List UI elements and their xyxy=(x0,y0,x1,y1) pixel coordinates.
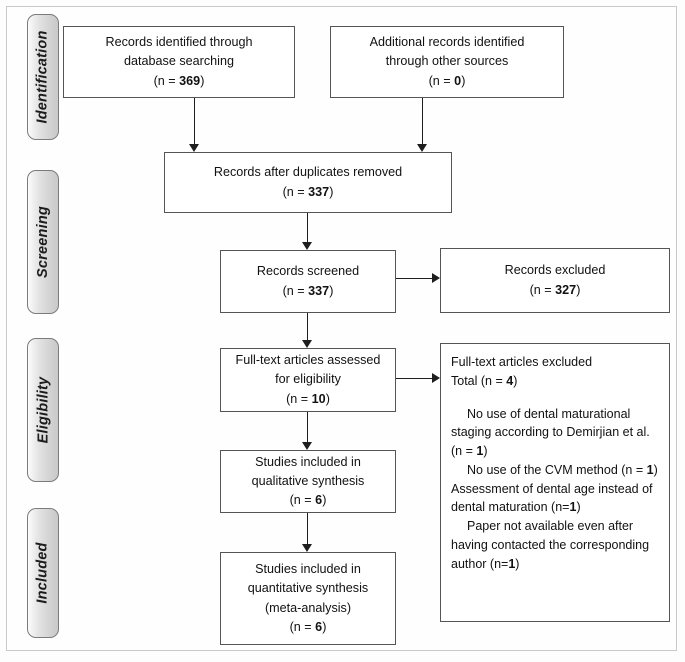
box-fulltext-excluded: Full-text articles excluded Total (n = 4… xyxy=(440,343,670,622)
box-duplicates-removed: Records after duplicates removed (n = 33… xyxy=(164,152,452,213)
connector-fulltext-to-qualitative xyxy=(307,412,308,442)
connector-additional-to-duplicates xyxy=(422,98,423,144)
stage-label-eligibility: Eligibility xyxy=(27,338,59,482)
quantitative-line1: Studies included in xyxy=(255,562,361,577)
records-excluded-count: (n = 327) xyxy=(529,282,581,297)
spacer xyxy=(451,391,659,405)
qualitative-line2: qualitative synthesis xyxy=(251,473,365,488)
connector-identified-to-duplicates xyxy=(194,98,195,144)
stage-label-identification-text: Identification xyxy=(35,30,51,124)
quantitative-line2: quantitative synthesis xyxy=(247,581,369,596)
arrowhead-screened-to-fulltext xyxy=(302,340,312,348)
exclusion-reason-2: No use of the CVM method (n = 1) xyxy=(467,462,658,477)
records-identified-count: (n = 369) xyxy=(153,73,205,88)
stage-label-eligibility-text: Eligibility xyxy=(35,376,51,444)
box-qualitative-synthesis: Studies included in qualitative synthesi… xyxy=(220,450,396,513)
records-screened-line1: Records screened xyxy=(256,264,360,279)
fulltext-assessed-line1: Full-text articles assessed xyxy=(235,353,381,368)
stage-label-screening-text: Screening xyxy=(35,206,52,278)
fulltext-excluded-total: Total (n = 4) xyxy=(451,373,518,388)
fulltext-assessed-count: (n = 10) xyxy=(286,391,330,406)
box-fulltext-assessed: Full-text articles assessed for eligibil… xyxy=(220,348,396,412)
connector-screened-to-excluded xyxy=(396,278,432,279)
arrowhead-screened-to-excluded xyxy=(432,273,440,283)
exclusion-reason-3: Assessment of dental age instead of dent… xyxy=(451,481,653,515)
arrowhead-fulltext-to-excluded xyxy=(432,373,440,383)
records-identified-line1: Records identified through xyxy=(105,35,253,50)
records-excluded-line1: Records excluded xyxy=(504,263,606,278)
quantitative-line3: (meta-analysis) xyxy=(264,600,352,615)
records-screened-count: (n = 337) xyxy=(282,283,334,298)
additional-records-line1: Additional records identified xyxy=(369,35,525,50)
exclusion-reason-1: No use of dental maturational staging ac… xyxy=(451,406,650,459)
fulltext-excluded-title: Full-text articles excluded xyxy=(451,355,593,369)
quantitative-count: (n = 6) xyxy=(289,619,327,634)
box-quantitative-synthesis: Studies included in quantitative synthes… xyxy=(220,552,396,645)
qualitative-line1: Studies included in xyxy=(255,454,361,469)
box-records-excluded: Records excluded (n = 327) xyxy=(440,248,670,313)
additional-records-line2: through other sources xyxy=(385,54,509,69)
box-additional-records: Additional records identified through ot… xyxy=(330,26,564,98)
arrowhead-duplicates-to-screened xyxy=(302,242,312,250)
stage-label-screening: Screening xyxy=(27,170,59,314)
arrowhead-fulltext-to-qualitative xyxy=(302,442,312,450)
additional-records-count: (n = 0) xyxy=(428,73,466,88)
connector-duplicates-to-screened xyxy=(307,213,308,242)
arrowhead-additional-to-duplicates xyxy=(417,144,427,152)
connector-qualitative-to-quantitative xyxy=(307,513,308,544)
connector-screened-to-fulltext xyxy=(307,313,308,340)
duplicates-removed-count: (n = 337) xyxy=(282,184,334,199)
stage-label-included-text: Included xyxy=(35,542,51,604)
records-identified-line2: database searching xyxy=(124,54,234,69)
box-records-screened: Records screened (n = 337) xyxy=(220,250,396,313)
stage-label-included: Included xyxy=(27,508,59,638)
fulltext-assessed-line2: for eligibility xyxy=(275,372,341,387)
box-records-identified: Records identified through database sear… xyxy=(63,26,295,98)
arrowhead-qualitative-to-quantitative xyxy=(302,544,312,552)
connector-fulltext-to-excluded xyxy=(396,378,432,379)
duplicates-removed-line1: Records after duplicates removed xyxy=(213,165,403,180)
exclusion-reason-4: Paper not available even after having co… xyxy=(451,519,650,571)
qualitative-count: (n = 6) xyxy=(289,493,327,508)
arrowhead-identified-to-duplicates xyxy=(189,144,199,152)
stage-label-identification: Identification xyxy=(27,14,59,140)
